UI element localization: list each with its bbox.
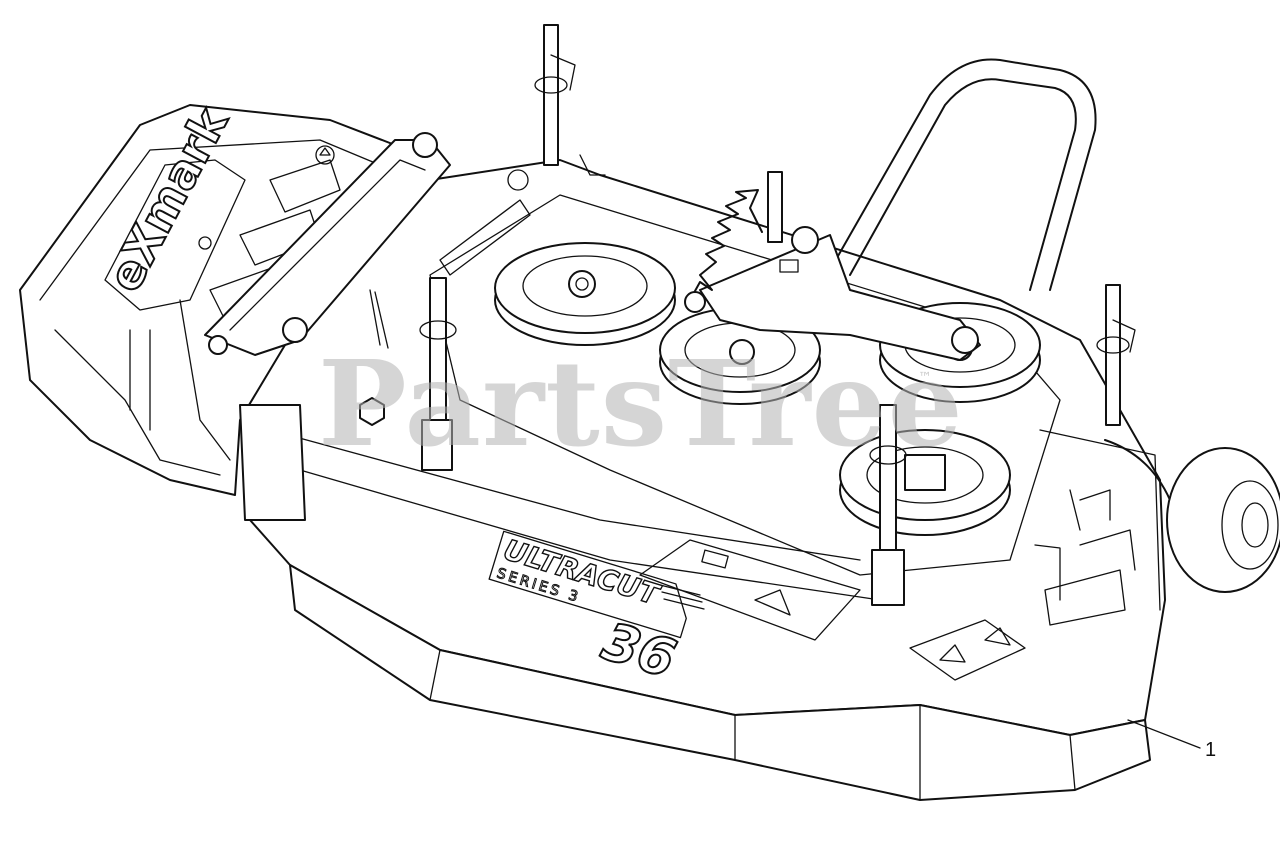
rear-decal — [439, 199, 531, 276]
warning-decal-icon — [909, 619, 1026, 681]
height-pin-left — [419, 277, 457, 471]
deck-housing — [249, 159, 1166, 801]
callout-1: 1 — [1127, 719, 1216, 761]
warning-decal-icon — [315, 145, 335, 165]
nut-left — [359, 397, 385, 426]
idler-arm — [699, 226, 981, 361]
height-pin-center — [767, 171, 783, 243]
right-decal — [1044, 529, 1136, 626]
pulley-center — [659, 307, 821, 405]
callout-number: 1 — [1205, 739, 1216, 761]
height-pin-front — [869, 404, 907, 606]
watermark: PartsTree — [318, 334, 964, 473]
control-decal — [639, 539, 861, 641]
height-pin-right — [1096, 284, 1136, 426]
push-handle — [829, 58, 1097, 291]
pulley-left — [494, 242, 676, 346]
chute-hinge-arm — [204, 132, 451, 521]
watermark-trademark: ™ — [918, 370, 932, 386]
anti-scalp-wheel-icon — [1104, 439, 1280, 593]
deck-brackets — [369, 154, 1081, 531]
height-pin-rear — [534, 24, 576, 166]
idler-spring-icon — [684, 189, 763, 313]
